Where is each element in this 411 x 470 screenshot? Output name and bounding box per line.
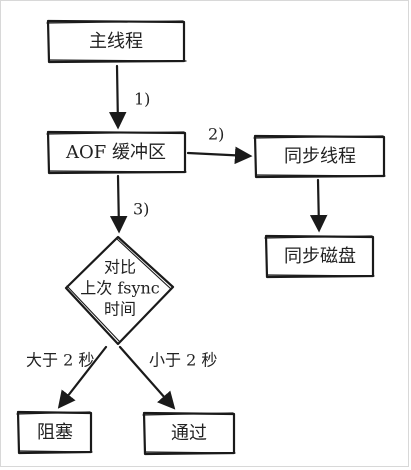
edge-aof-to-decision: 3): [109, 174, 149, 234]
sync-thread-label: 同步线程: [284, 146, 356, 167]
sync-thread-node: 同步线程: [253, 134, 386, 179]
block-node: 阻塞: [16, 410, 93, 455]
edge-step2-label: 2): [208, 125, 224, 144]
edge-main-to-aof: 1): [108, 64, 150, 130]
edge-step1-label: 1): [134, 90, 150, 109]
block-label: 阻塞: [37, 422, 73, 443]
edge-gt2s-label: 大于 2 秒: [26, 351, 94, 370]
compare-label-line-1: 对比: [104, 258, 136, 277]
main-thread-node: 主线程: [46, 19, 187, 64]
sync-disk-node: 同步磁盘: [264, 234, 375, 279]
sync-disk-label: 同步磁盘: [284, 246, 356, 267]
aof-buffer-label: AOF 缓冲区: [65, 142, 166, 163]
pass-label: 通过: [171, 423, 207, 444]
pass-node: 通过: [142, 411, 236, 456]
edge-decision-to-pass: 小于 2 秒: [118, 345, 217, 410]
edge-step3-label: 3): [133, 200, 149, 219]
aof-buffer-node: AOF 缓冲区: [46, 130, 187, 175]
compare-decision-node: 对比 上次 fsync 时间: [64, 235, 175, 346]
main-thread-label: 主线程: [89, 31, 143, 52]
edge-aof-to-sync-thread: 2): [186, 125, 253, 165]
edge-lt2s-label: 小于 2 秒: [149, 351, 217, 370]
compare-label-line-3: 时间: [104, 300, 136, 319]
edge-decision-to-block: 大于 2 秒: [26, 345, 108, 409]
compare-label-line-2: 上次 fsync: [80, 279, 160, 298]
edge-sync-thread-to-disk: [309, 178, 328, 233]
